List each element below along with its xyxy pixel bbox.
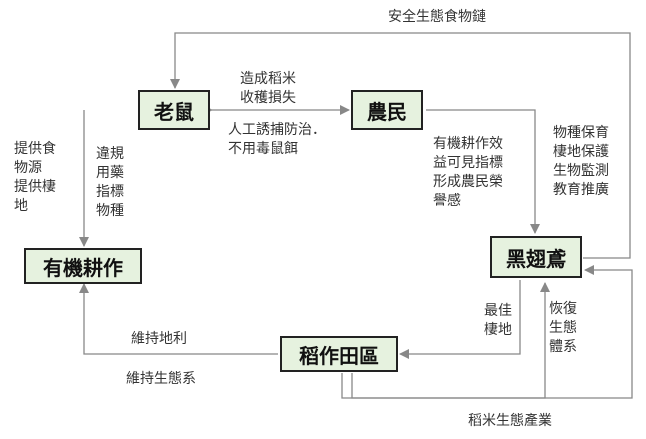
node-black-winged-kite: 黑翅鳶: [490, 236, 582, 278]
label-violation-indicator: 違規 用藥 指標 物種: [96, 146, 124, 219]
label-safe-food-chain: 安全生態食物鏈: [388, 9, 486, 25]
label-rice-harvest-loss: 造成稻米 收穫損失: [240, 71, 296, 106]
label-rice-eco-industry: 稻米生態產業: [468, 413, 552, 429]
label-maintain-ecosystem: 維持生態系: [126, 371, 196, 387]
label-best-habitat: 最佳 棲地: [484, 303, 512, 338]
node-farmer: 農民: [351, 90, 423, 130]
label-manual-trapping: 人工誘捕防治． 不用毒鼠餌: [228, 122, 326, 157]
label-restore-ecosystem: 恢復 生態 體系: [549, 301, 577, 355]
arrow-kite-to-mouse-chain: [170, 32, 631, 259]
node-organic-farming: 有機耕作: [24, 248, 142, 284]
arrow-paddy-to-kite-industry: [341, 265, 633, 399]
node-mouse: 老鼠: [138, 90, 210, 130]
label-food-habitat: 提供食 物源 提供棲 地: [14, 141, 56, 214]
node-paddy-field: 稻作田區: [280, 336, 398, 372]
arrow-paddy-to-organic: [79, 283, 278, 355]
arrow-farmer-to-kite: [426, 109, 540, 234]
label-organic-benefit: 有機耕作效 益可見指標 形成農民榮 譽感: [433, 136, 503, 209]
label-species-conservation: 物種保育 棲地保護 生物監測 教育推廣: [553, 125, 609, 198]
arrow-kite-to-paddy: [399, 280, 521, 359]
label-maintain-geo: 維持地利: [131, 331, 187, 347]
